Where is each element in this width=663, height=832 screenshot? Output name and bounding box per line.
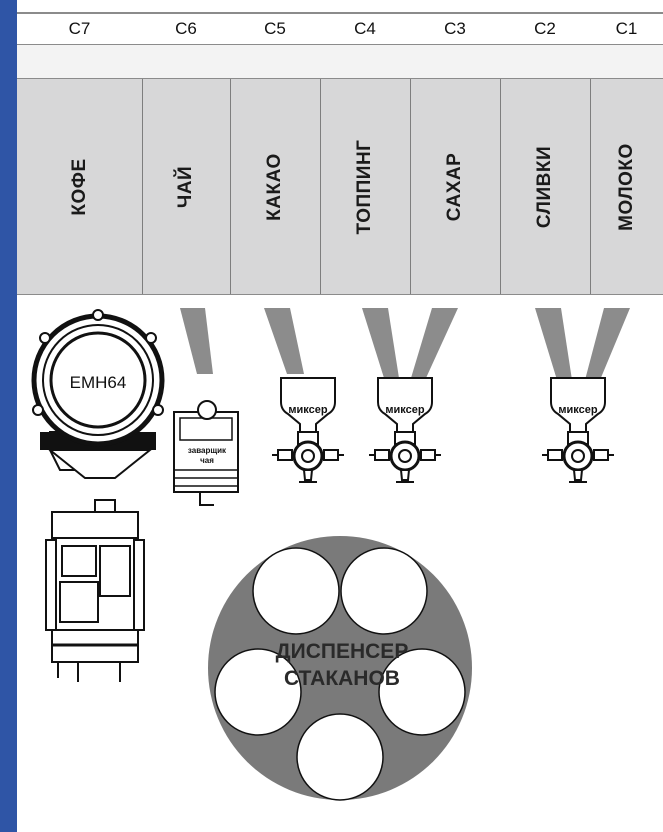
mixer-label-3: миксер [558, 404, 597, 416]
column-code-c7: C7 [68, 19, 91, 38]
bin-divider [590, 79, 591, 294]
dispenser-label-line1: ДИСПЕНСЕР [276, 640, 409, 663]
bin-divider [500, 79, 501, 294]
grinder-emh64 [31, 309, 165, 479]
column-code-c6: C6 [175, 19, 197, 38]
top-rule [17, 12, 663, 14]
grinder-label: EMH64 [70, 373, 127, 392]
column-code-c2: C2 [534, 19, 556, 38]
brewer-label-line1: заварщик [188, 446, 227, 455]
funnel-sugar [411, 308, 458, 378]
bin-divider [410, 79, 411, 294]
mixer-3 [540, 376, 616, 484]
column-code-c3: C3 [444, 19, 466, 38]
mixer-2 [367, 376, 443, 484]
funnel-topping [362, 308, 399, 378]
funnel-tea [180, 308, 213, 374]
bin-divider [320, 79, 321, 294]
coffee-brewer-unit [45, 499, 145, 682]
header-line [17, 44, 663, 45]
mixer-label-2: миксер [385, 404, 424, 416]
funnel-cream [535, 308, 572, 380]
column-code-c4: C4 [354, 19, 376, 38]
sidebar-accent [0, 0, 17, 832]
column-codes-row: C7 C6 C5 C4 C3 C2 C1 [17, 14, 663, 44]
column-code-c1: C1 [615, 19, 638, 38]
dispenser-label-line2: СТАКАНОВ [284, 667, 400, 690]
column-code-c5: C5 [264, 19, 286, 38]
mixer-1 [270, 376, 346, 484]
cup-dispenser [208, 536, 472, 801]
ingredient-bins: КОФЕ ЧАЙ КАКАО ТОППИНГ САХАР СЛИВКИ МОЛО… [17, 78, 663, 295]
mixer-label-1: миксер [288, 404, 327, 416]
brewer-label-line2: чая [200, 456, 214, 465]
funnel-milk [585, 308, 630, 380]
funnel-cocoa [264, 308, 304, 374]
bin-divider [142, 79, 143, 294]
blank-strip [17, 45, 663, 78]
tea-brewer [173, 400, 239, 506]
bin-divider [230, 79, 231, 294]
